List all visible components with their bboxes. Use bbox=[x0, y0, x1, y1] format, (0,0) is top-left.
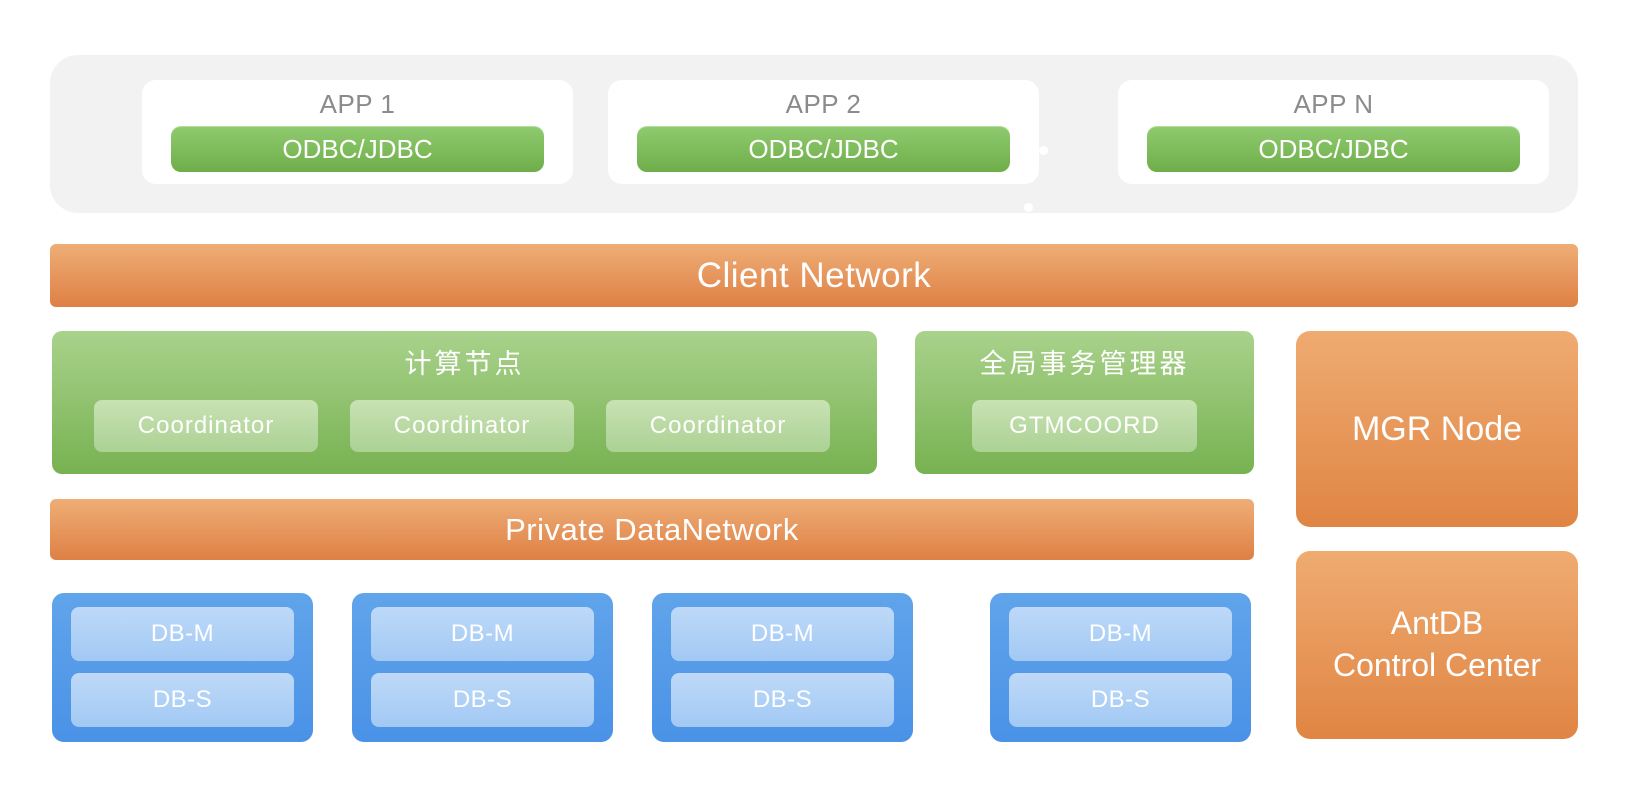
db-standby-chip: DB-S bbox=[71, 673, 294, 727]
ellipsis-dot bbox=[1039, 146, 1048, 155]
control-center-label-line1: AntDB bbox=[1390, 605, 1484, 642]
db-master-chip: DB-M bbox=[1009, 607, 1232, 661]
odbc-jdbc-badge: ODBC/JDBC bbox=[171, 126, 544, 172]
coordinator-chip: Coordinator bbox=[94, 400, 318, 452]
app-card-1: APP 1 ODBC/JDBC bbox=[142, 80, 573, 184]
db-standby-chip: DB-S bbox=[671, 673, 894, 727]
db-group-2: DB-M DB-S bbox=[352, 593, 613, 742]
db-master-chip: DB-M bbox=[671, 607, 894, 661]
gtm-title: 全局事务管理器 bbox=[979, 349, 1190, 379]
db-group-4: DB-M DB-S bbox=[990, 593, 1251, 742]
gtm-panel: 全局事务管理器 GTMCOORD bbox=[915, 331, 1254, 474]
app-title: APP 2 bbox=[785, 89, 862, 119]
coordinator-chip: Coordinator bbox=[606, 400, 830, 452]
client-network-bar: Client Network bbox=[50, 244, 1578, 307]
private-data-network-bar: Private DataNetwork bbox=[50, 499, 1254, 560]
compute-node-title: 计算节点 bbox=[404, 349, 525, 379]
db-master-chip: DB-M bbox=[71, 607, 294, 661]
db-master-chip: DB-M bbox=[371, 607, 594, 661]
ellipsis-dot bbox=[1025, 146, 1034, 155]
app-card-n: APP N ODBC/JDBC bbox=[1118, 80, 1549, 184]
odbc-jdbc-badge: ODBC/JDBC bbox=[1147, 126, 1520, 172]
odbc-jdbc-badge: ODBC/JDBC bbox=[637, 126, 1010, 172]
app-layer-panel: APP 1 ODBC/JDBC APP 2 ODBC/JDBC APP N OD… bbox=[50, 55, 1578, 213]
coordinator-chip: Coordinator bbox=[350, 400, 574, 452]
app-title: APP 1 bbox=[319, 89, 396, 119]
db-group-1: DB-M DB-S bbox=[52, 593, 313, 742]
control-center-label-line2: Control Center bbox=[1332, 647, 1542, 683]
db-standby-chip: DB-S bbox=[1009, 673, 1232, 727]
gtmcoord-chip: GTMCOORD bbox=[972, 400, 1197, 452]
compute-node-panel: 计算节点 Coordinator Coordinator Coordinator bbox=[52, 331, 877, 474]
app-title: APP N bbox=[1293, 89, 1374, 119]
control-center-box: AntDB Control Center bbox=[1296, 551, 1578, 739]
mgr-node-label: MGR Node bbox=[1351, 409, 1523, 448]
ellipsis-dot bbox=[1024, 203, 1033, 212]
mgr-node-box: MGR Node bbox=[1296, 331, 1578, 527]
db-group-3: DB-M DB-S bbox=[652, 593, 913, 742]
app-card-2: APP 2 ODBC/JDBC bbox=[608, 80, 1039, 184]
db-standby-chip: DB-S bbox=[371, 673, 594, 727]
